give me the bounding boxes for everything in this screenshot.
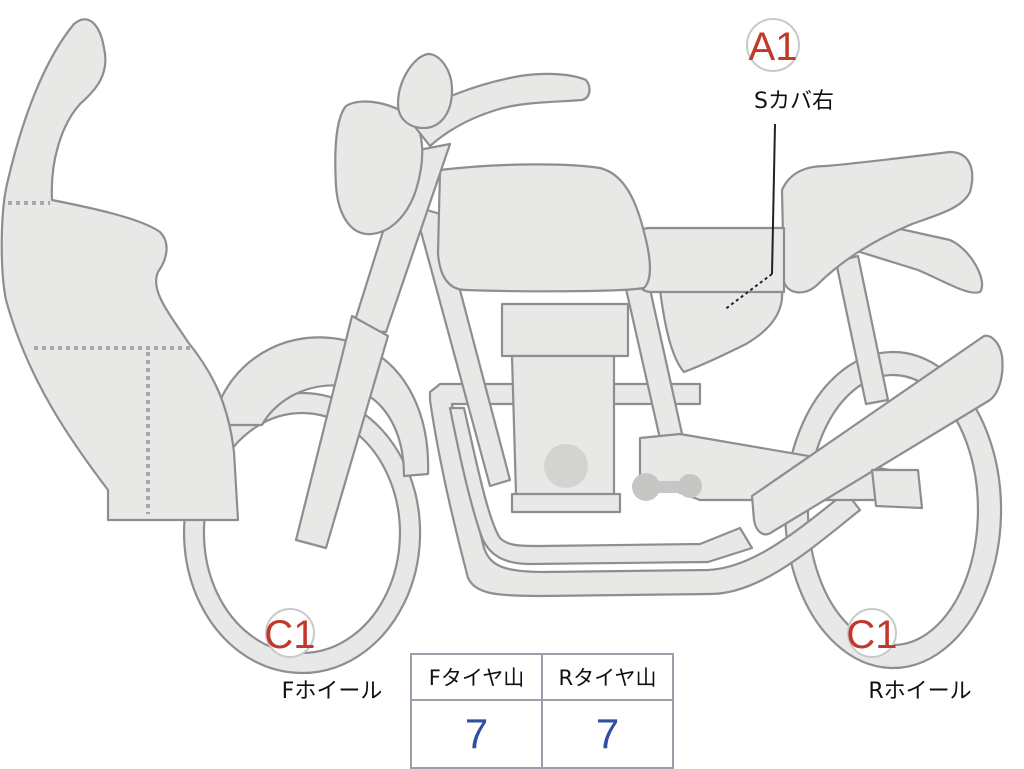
tire-tread-table: Fタイヤ山 Rタイヤ山 7 7: [410, 653, 674, 769]
handlebar: [406, 72, 591, 148]
footpeg: [632, 473, 702, 501]
engine: [500, 302, 630, 514]
c1-rear-label: Rホイール: [868, 679, 971, 704]
front-cowl: [0, 18, 240, 522]
tire-table-header-row: Fタイヤ山 Rタイヤ山: [410, 653, 674, 701]
c1-rear-badge-text: C1: [846, 613, 897, 657]
c1-front-badge-text: C1: [264, 613, 315, 657]
muffler-tail: [870, 468, 924, 510]
a1-label: Sカバ右: [754, 89, 834, 114]
tire-table-value-row: 7 7: [410, 699, 674, 769]
c1-front-label: Fホイール: [282, 679, 383, 704]
fork-lower: [294, 314, 390, 550]
seat: [780, 150, 974, 294]
callout-c1-front: C1 Fホイール: [264, 608, 383, 704]
a1-badge: [746, 18, 800, 72]
front-tire-value: 7: [410, 699, 543, 769]
exhaust-pipe-inner: [448, 406, 754, 566]
callout-c1-rear: C1 Rホイール: [846, 608, 972, 704]
mirror: [396, 52, 454, 130]
c1-front-badge: [265, 608, 315, 658]
muffler: [750, 334, 1004, 536]
frame-front-tube: [412, 204, 512, 488]
fuel-tank: [436, 163, 652, 293]
tail-cowl: [858, 218, 984, 294]
rear-tire-header: Rタイヤ山: [541, 653, 674, 701]
c1-rear-badge: [847, 608, 897, 658]
front-tire-header: Fタイヤ山: [410, 653, 543, 701]
rear-tire-value: 7: [541, 699, 674, 769]
a1-leader-line: [771, 123, 776, 275]
front-fork: [350, 142, 452, 334]
callout-a1: A1 Sカバ右: [746, 18, 834, 114]
side-cover: [658, 288, 784, 374]
a1-leader-dots: [723, 273, 773, 311]
cowl-panel-dots: [8, 201, 190, 514]
a1-badge-text: A1: [749, 25, 798, 69]
